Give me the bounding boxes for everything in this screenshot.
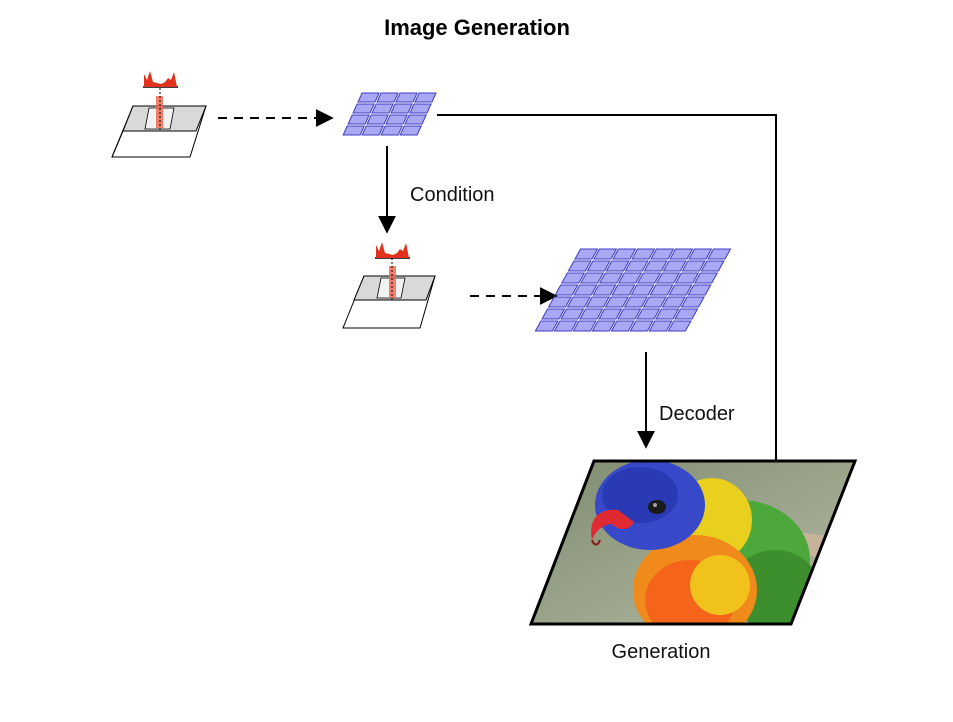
token-cell [342,125,365,136]
token-cell [674,272,700,284]
token-cell [547,296,572,308]
token-cell [707,248,732,260]
token-cell [579,308,604,320]
token-cell [605,260,630,272]
token-cell [395,92,418,103]
histogram-patch-icon [111,71,207,158]
token-cell [667,320,692,332]
token-cell [661,296,686,308]
token-cell [598,308,623,320]
token-cell [610,320,635,332]
token-cell [631,248,656,260]
token-cell [617,308,642,320]
token-cell [604,296,629,308]
condition-label: Condition [410,184,495,206]
token-cell [643,260,668,272]
token-cell [593,248,618,260]
token-cell [617,272,643,284]
token-cell [636,308,661,320]
token-cell [688,248,713,260]
token-cell [361,125,384,136]
token-cell [680,296,705,308]
token-cell [541,308,566,320]
token-cell [674,308,699,320]
token-cell [347,114,370,125]
token-cell [579,272,605,284]
token-cell [390,103,413,114]
token-cell [693,272,719,284]
token-cell [630,284,655,296]
diagram-title: Image Generation [384,15,570,40]
token-cell [669,248,694,260]
token-cell [598,272,624,284]
token-cell [376,92,399,103]
skip-connection-line [437,114,777,461]
decoder-label: Decoder [659,403,735,425]
token-cell [554,284,579,296]
token-cell [668,284,693,296]
token-cell [648,320,673,332]
token-cell [553,320,578,332]
token-cell [591,320,616,332]
token-cell [352,103,375,114]
token-cell [566,296,591,308]
token-cell [385,114,408,125]
generation-label: Generation [612,641,711,663]
token-cell [681,260,706,272]
token-cell [662,260,687,272]
token-cell [572,320,597,332]
token-cell [567,260,592,272]
token-cell [629,320,654,332]
token-cell [404,114,427,125]
token-cell [636,272,662,284]
token-cell [357,92,380,103]
token-cell [366,114,389,125]
token-cell [611,284,636,296]
token-cell [574,248,599,260]
token-cell [414,92,437,103]
histogram-icon [143,71,178,88]
token-cell [380,125,403,136]
token-cell [560,308,585,320]
token-cell [399,125,422,136]
token-grid-large [534,248,732,332]
token-cell [624,260,649,272]
token-cell [409,103,432,114]
token-grid-small-cells [342,92,437,136]
token-cell [687,284,712,296]
parrot-image [528,459,858,626]
token-cell [586,260,611,272]
token-cell [642,296,667,308]
token-cell [700,260,725,272]
token-cell [655,272,681,284]
token-cell [573,284,598,296]
token-cell [623,296,648,308]
token-cell [612,248,637,260]
token-cell [371,103,394,114]
token-cell [534,320,559,332]
histogram-patch-icon-2 [342,242,436,329]
token-cell [592,284,617,296]
token-cell [585,296,610,308]
token-cell [649,284,674,296]
token-cell [560,272,586,284]
token-cell [655,308,680,320]
histogram-icon-2 [375,242,410,259]
token-cell [650,248,675,260]
